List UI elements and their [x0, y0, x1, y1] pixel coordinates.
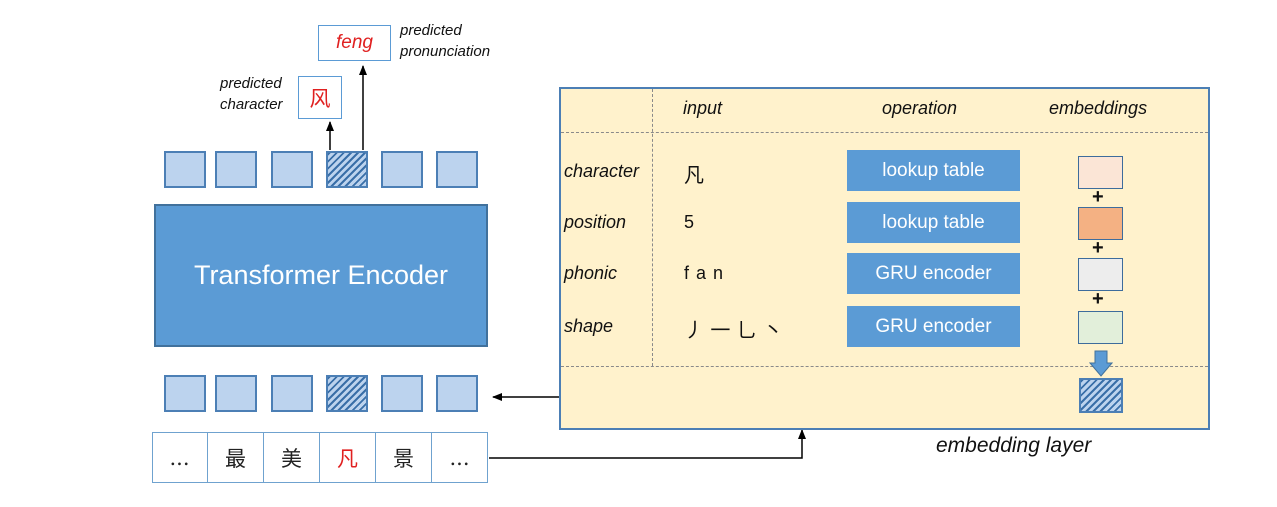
output-token-3 [271, 151, 313, 188]
output-token-masked [326, 151, 368, 188]
header-operation: operation [882, 98, 958, 118]
character-label-line1: predicted [220, 75, 282, 92]
panel-column-divider [652, 89, 653, 366]
op-phonic-gru-encoder: GRU encoder [847, 253, 1020, 294]
predicted-pronunciation-box: feng [318, 25, 391, 61]
output-token-6 [436, 151, 478, 188]
embedding-layer-caption: embedding layer [936, 434, 1092, 457]
row-input-shape: 丿 一 乚 丶 [684, 318, 784, 342]
header-input: input [683, 98, 723, 118]
sentence-char-2: 最 [207, 432, 263, 483]
op-character-lookup-table: lookup table [847, 150, 1020, 191]
output-token-5 [381, 151, 423, 188]
row-label-shape: shape [564, 316, 614, 336]
input-token-5 [381, 375, 423, 412]
plus-sign-2: + [1092, 237, 1104, 259]
sentence-char-6: ... [431, 432, 487, 483]
arrow-sentence-to-embedding [489, 429, 806, 459]
row-label-character: character [564, 161, 640, 181]
embedding-position [1078, 207, 1123, 240]
pronunciation-label-line1: predicted [400, 22, 462, 39]
sentence-char-3: 美 [263, 432, 319, 483]
input-token-1 [164, 375, 206, 412]
combined-embedding [1079, 378, 1123, 413]
input-token-masked [326, 375, 368, 412]
input-token-3 [271, 375, 313, 412]
row-input-position: 5 [684, 212, 695, 232]
input-token-2 [215, 375, 257, 412]
op-shape-gru-encoder: GRU encoder [847, 306, 1020, 347]
header-embeddings: embeddings [1049, 98, 1148, 118]
input-token-6 [436, 375, 478, 412]
plus-sign-1: + [1092, 186, 1104, 208]
row-input-character: 凡 [684, 163, 704, 187]
embedding-phonic [1078, 258, 1123, 291]
input-sentence [152, 432, 488, 483]
sentence-char-target: 凡 [319, 432, 375, 483]
embedding-shape [1078, 311, 1123, 344]
sum-down-arrow [1089, 350, 1113, 377]
panel-header-divider [561, 132, 1208, 133]
character-label-line2: character [220, 96, 283, 113]
transformer-encoder-block: Transformer Encoder [154, 204, 488, 347]
row-input-phonic: f a n [684, 263, 725, 283]
sentence-char-1: ... [169, 445, 190, 470]
op-position-lookup-table: lookup table [847, 202, 1020, 243]
panel-footer-divider [561, 366, 1208, 367]
sentence-char-5: 景 [375, 432, 431, 483]
row-label-phonic: phonic [564, 263, 618, 283]
output-token-2 [215, 151, 257, 188]
row-label-position: position [564, 212, 627, 232]
plus-sign-3: + [1092, 288, 1104, 310]
embedding-character [1078, 156, 1123, 189]
pronunciation-label-line2: pronunciation [400, 43, 491, 60]
predicted-character-box: 风 [298, 76, 342, 119]
output-token-1 [164, 151, 206, 188]
